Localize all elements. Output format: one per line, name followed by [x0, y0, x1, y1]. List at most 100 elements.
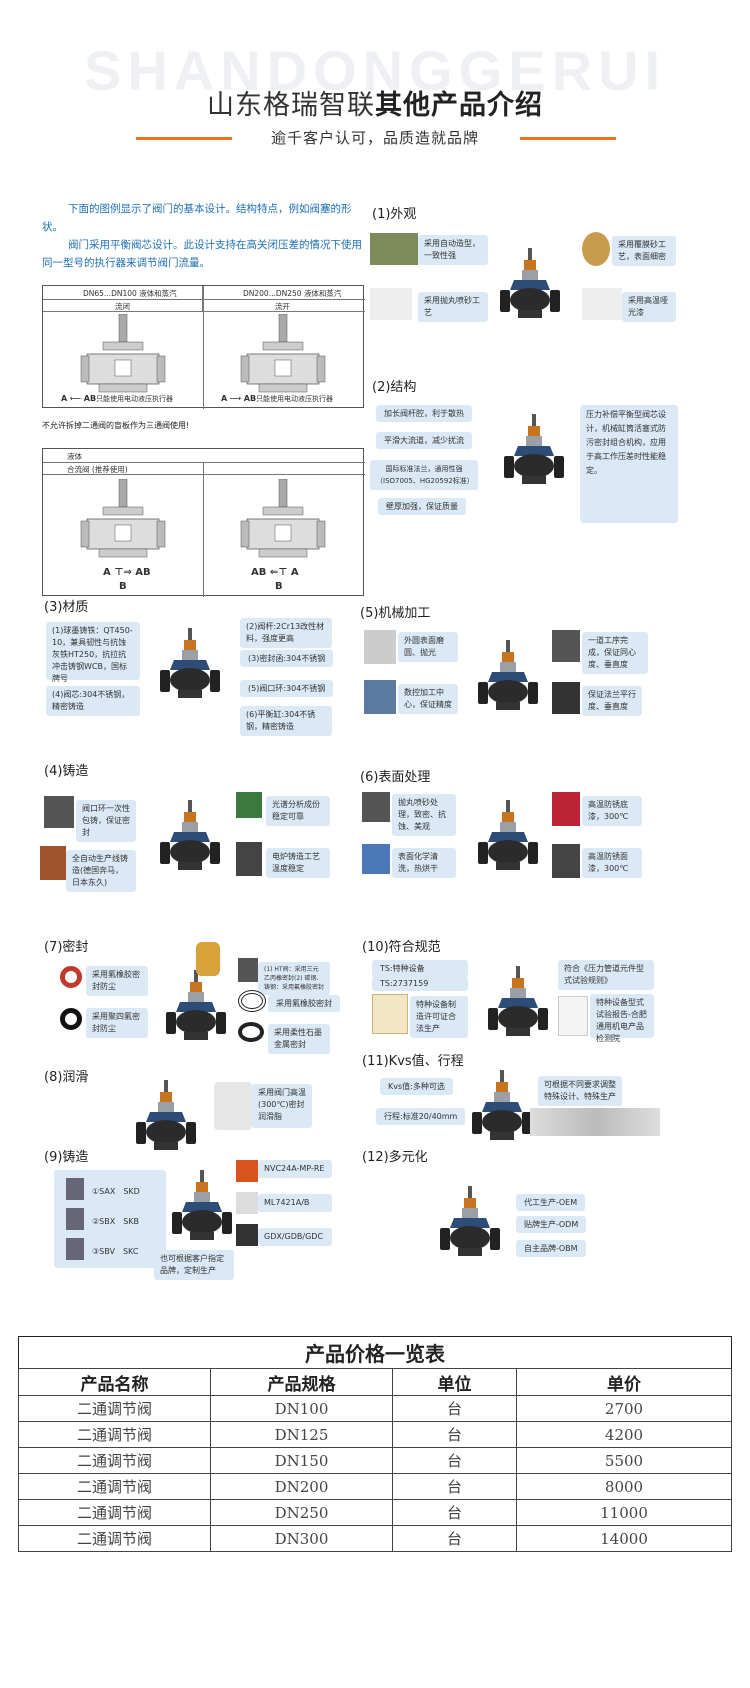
section-lube-title: (8)润滑	[44, 1070, 89, 1085]
cell-unit: 台	[392, 1421, 517, 1448]
cell-spec: DN300	[210, 1525, 393, 1552]
cell-price: 2700	[516, 1395, 732, 1422]
col-header-unit: 单位	[392, 1368, 517, 1396]
cell-price: 5500	[516, 1447, 732, 1474]
photo-spectrum	[236, 792, 262, 818]
cell-spec: DN100	[210, 1395, 393, 1422]
tag-s4-0: 阀口环一次性包铸，保证密封	[76, 800, 136, 842]
valve-photo-8	[488, 966, 548, 1036]
tag-s11-0: Kvs值:多种可选	[380, 1078, 453, 1095]
tag-s6-3: 高温防锈面漆，300℃	[582, 848, 642, 878]
tag-s11-2: 可根据不同要求调整特殊设计、特殊生产	[538, 1076, 622, 1106]
cell-unit: 台	[392, 1525, 517, 1552]
tag-s12-1: 贴牌生产-ODM	[516, 1216, 587, 1233]
table-header-row: 产品名称 产品规格 单位 单价	[18, 1368, 732, 1396]
oring-red-icon	[60, 966, 82, 988]
valve-drawing-4	[240, 479, 326, 558]
label-a-4: A	[290, 567, 299, 578]
label-ab: AB	[83, 394, 97, 403]
photo-clean	[362, 844, 390, 874]
tag-s2-3: 壁厚加强，保证质量	[378, 498, 466, 515]
label-b-2: B	[275, 581, 283, 592]
section-seal-title: (7)密封	[44, 940, 89, 955]
page-title: 山东格瑞智联其他产品介绍	[0, 83, 750, 122]
watermark: SHANDONGGERUI	[83, 39, 667, 102]
section-diversity-title: (12)多元化	[362, 1150, 428, 1165]
grease-photo	[214, 1082, 252, 1130]
intro-p1: 下面的图例显示了阀门的基本设计。结构特点，例如阀塞的形状。	[42, 203, 352, 233]
photo-parts	[552, 682, 580, 714]
valve-drawing-1	[80, 314, 166, 393]
tag-s4-2: 光谱分析成份稳定可靠	[266, 796, 330, 826]
tag-s9-4: ML7421A/B	[258, 1194, 332, 1212]
intro-text: 下面的图例显示了阀门的基本设计。结构特点，例如阀塞的形状。 阀门采用平衡阀芯设计…	[42, 200, 372, 272]
cell-unit: 台	[392, 1395, 517, 1422]
photo-painted-valve	[582, 288, 622, 320]
tag-s5-1: 数控加工中心，保证精度	[398, 684, 458, 714]
tag-s1-0: 采用自动造型，一致性强	[418, 235, 488, 265]
valve-drawing-3	[80, 479, 166, 558]
tag-s10-4: 特种设备型式试验报告-合肥通用机电产品检测院	[590, 994, 654, 1043]
valve-photo-1	[500, 248, 560, 318]
certificate-icon	[372, 994, 408, 1034]
section-surface-title: (6)表面处理	[360, 770, 431, 785]
price-table-caption: 产品价格一览表	[18, 1336, 732, 1368]
section-appearance-title: (1)外观	[372, 207, 417, 222]
valve-row-photo	[530, 1108, 660, 1136]
valve-photo-3	[160, 628, 220, 698]
flow-diagram-top: DN65...DN100 液体和蒸汽 DN200...DN250 液体和蒸汽 流…	[42, 285, 365, 409]
actuator-icon-2	[66, 1208, 84, 1230]
tag-s10-1: TS:2737159	[372, 976, 468, 991]
section-actuator-title: (9)铸造	[44, 1150, 89, 1165]
photo-stem	[238, 958, 258, 982]
tag-s7-4: 采用柔性石墨金属密封	[268, 1024, 330, 1054]
actuator-icon-1	[66, 1178, 84, 1200]
flow-diagram-bottom: 液体 合流阀 (推荐使用) A ⊤⇒ AB B AB ⇐⊤ A B	[42, 448, 365, 597]
tag-s12-2: 自主品牌-OBM	[516, 1240, 586, 1257]
tag-s8-0: 采用阀门高温(300℃)密封润滑脂	[252, 1084, 312, 1128]
tag-s5-2: 一道工序完成，保证同心度、垂直度	[582, 632, 648, 674]
valve-photo-2	[504, 414, 564, 484]
caption-1: 只能使用电动液压执行器	[96, 395, 174, 403]
sand-photo	[582, 232, 610, 266]
cell-name: 二通调节阀	[18, 1473, 211, 1500]
tag-s5-3: 保证法兰平行度、垂直度	[582, 686, 642, 716]
graphite-ring-icon	[238, 1022, 264, 1042]
label-ab-3: AB	[135, 567, 151, 578]
structure-note-text: 压力补偿平衡型阀芯设计，机械缸筒活塞式防污密封组合机构，应用于高工作压差时性能稳…	[586, 410, 666, 475]
section-compliance-title: (10)符合规范	[362, 940, 441, 955]
mode-close: 流闭	[115, 302, 130, 311]
tag-s9-2: ③SBV SKC	[92, 1247, 139, 1256]
tag-s10-2: 特种设备制造许可证合法生产	[410, 996, 468, 1038]
valve-photo-4	[478, 640, 538, 710]
liquid-head: 液体	[67, 452, 82, 461]
col-header-name: 产品名称	[18, 1368, 211, 1396]
tag-s3-1: (4)阀芯:304不锈钢，精密铸造	[46, 686, 140, 716]
photo-line	[40, 846, 66, 880]
photo-cutting	[552, 630, 580, 662]
valve-photo-12	[440, 1186, 500, 1256]
valve-photo-9	[136, 1080, 196, 1150]
cell-unit: 台	[392, 1447, 517, 1474]
photo-topcoat	[552, 844, 580, 878]
cell-spec: DN150	[210, 1447, 393, 1474]
tag-s3-4: (5)阀口环:304不锈钢	[240, 680, 334, 697]
section-casting-title: (4)铸造	[44, 764, 89, 779]
photo-cnc	[364, 680, 396, 714]
photo-foundry	[370, 233, 418, 265]
tag-s2-1: 平滑大流道，减少扰流	[376, 432, 472, 449]
tag-s9-5: GDX/GDB/GDC	[258, 1228, 332, 1246]
cell-spec: DN200	[210, 1473, 393, 1500]
tag-s9-3: NVC24A-MP-RE	[258, 1160, 332, 1178]
cell-name: 二通调节阀	[18, 1499, 211, 1526]
photo-blast	[362, 792, 390, 822]
tag-s7-2: (1) HT阀：采用三元乙丙橡密封(2) 碳钢、铸钢：采用氟橡胶密封	[258, 962, 330, 995]
title-plain: 山东格瑞智联	[207, 90, 375, 121]
orings-icon	[238, 990, 266, 1012]
actuator-white-icon	[236, 1192, 258, 1214]
tag-s9-1: ②SBX SKB	[92, 1217, 140, 1226]
valve-photo-11	[172, 1170, 232, 1240]
divider-left	[136, 137, 232, 140]
